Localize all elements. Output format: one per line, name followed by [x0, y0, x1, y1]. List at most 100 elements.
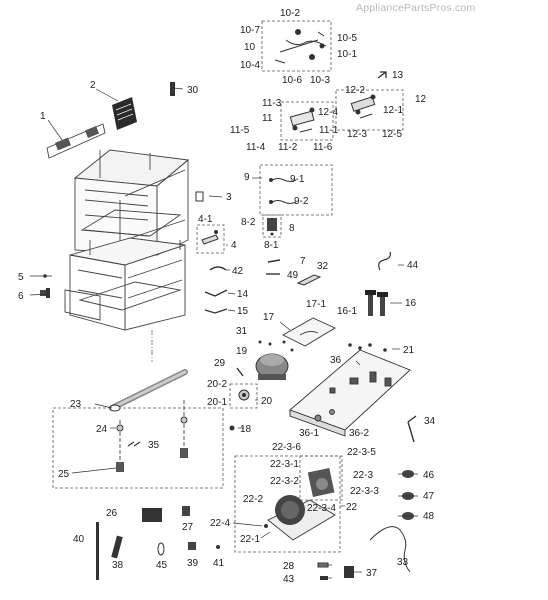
part-37: [344, 566, 354, 578]
label-34: 34: [424, 416, 436, 427]
label-10-2: 10-2: [280, 8, 300, 19]
group-box-22: [234, 455, 341, 553]
label-10-4: 10-4: [240, 60, 260, 71]
label-41: 41: [213, 558, 225, 569]
label-49: 49: [287, 270, 299, 281]
label-32: 32: [317, 261, 329, 272]
group-box-12: [335, 89, 404, 131]
label-22-1: 22-1: [240, 534, 260, 545]
part-10-assembly: [274, 29, 327, 64]
label-20-1: 20-1: [207, 397, 227, 408]
label-37: 37: [366, 568, 378, 579]
watermark: AppliancePartsPros.com: [356, 2, 476, 14]
group-box-22-3: [299, 455, 343, 501]
label-45: 45: [156, 560, 168, 571]
label-10-5: 10-5: [337, 33, 357, 44]
part-24-leg: [116, 400, 188, 472]
group-box-23: [52, 407, 224, 489]
label-12-1: 12-1: [383, 105, 403, 116]
label-25: 25: [58, 469, 70, 480]
part-1-rear-panel: [46, 123, 106, 159]
part-20-assembly: [238, 389, 250, 401]
label-11-1: 11-1: [319, 125, 339, 136]
label-19: 19: [236, 346, 248, 357]
part-40: [96, 522, 99, 580]
part-6: [40, 288, 50, 298]
label-11-2: 11-2: [278, 142, 298, 153]
label-29: 29: [214, 358, 226, 369]
label-44: 44: [407, 260, 419, 271]
group-box-11: [280, 101, 334, 141]
label-38: 38: [112, 560, 124, 571]
part-19-compressor: [255, 353, 289, 380]
label-12: 12: [415, 94, 427, 105]
label-47: 47: [423, 491, 435, 502]
part-38: [111, 535, 123, 559]
label-16: 16: [405, 298, 417, 309]
part-17-assembly: [282, 317, 336, 347]
part-23-pipe: [109, 369, 188, 412]
label-7: 7: [300, 256, 306, 267]
label-11-4: 11-4: [246, 142, 266, 153]
part-3: [195, 191, 204, 202]
label-6: 6: [18, 291, 24, 302]
part-21-bolts: [348, 343, 387, 352]
label-12-5: 12-5: [382, 129, 402, 140]
label-28: 28: [283, 561, 295, 572]
part-32: [296, 274, 322, 286]
callout-labels: 10-2 10-7 10-5 10 10-1 10-4 10-6 10-3 13…: [18, 8, 436, 585]
label-36: 36: [330, 355, 342, 366]
part-36-plate: [289, 349, 411, 437]
label-10-1: 10-1: [337, 49, 357, 60]
part-46-47-48: [402, 470, 414, 520]
label-5: 5: [18, 272, 24, 283]
label-3: 3: [226, 192, 232, 203]
part-18: [229, 425, 235, 431]
label-40: 40: [73, 534, 85, 545]
part-12-assembly: [350, 94, 376, 119]
label-22-3-6: 22-3-6: [272, 442, 301, 453]
label-22-2: 22-2: [243, 494, 263, 505]
part-27: [182, 506, 190, 516]
label-10-3: 10-3: [310, 75, 330, 86]
label-17: 17: [263, 312, 275, 323]
part-34: [407, 415, 417, 443]
label-20: 20: [261, 396, 273, 407]
label-14: 14: [237, 289, 249, 300]
label-17-1: 17-1: [306, 299, 326, 310]
label-23: 23: [70, 399, 82, 410]
label-35: 35: [148, 440, 160, 451]
group-box-9: [259, 164, 333, 216]
label-22: 22: [346, 502, 358, 513]
group-box-4: [196, 224, 225, 254]
label-11-6: 11-6: [313, 142, 333, 153]
label-33: 33: [397, 557, 409, 568]
label-39: 39: [187, 558, 199, 569]
part-30: [170, 82, 175, 96]
part-33-wire: [369, 526, 411, 573]
part-11-assembly: [289, 107, 315, 133]
label-12-2: 12-2: [345, 85, 365, 96]
label-26: 26: [106, 508, 118, 519]
part-26: [142, 508, 162, 522]
label-21: 21: [403, 345, 415, 356]
part-45: [157, 542, 165, 556]
label-10-6: 10-6: [282, 75, 302, 86]
label-4: 4: [231, 240, 237, 251]
label-22-3-2: 22-3-2: [270, 476, 299, 487]
label-8: 8: [289, 223, 295, 234]
label-9-2: 9-2: [294, 196, 309, 207]
label-2: 2: [90, 80, 96, 91]
part-35: [127, 441, 141, 447]
label-20-2: 20-2: [207, 379, 227, 390]
part-7: [267, 259, 281, 263]
part-4-assembly: [201, 230, 219, 245]
label-22-3: 22-3: [353, 470, 373, 481]
label-13: 13: [392, 70, 404, 81]
part-31-screws: [258, 340, 294, 352]
label-30: 30: [187, 85, 199, 96]
part-39: [188, 542, 196, 550]
part-41: [216, 545, 220, 549]
label-12-3: 12-3: [347, 129, 367, 140]
